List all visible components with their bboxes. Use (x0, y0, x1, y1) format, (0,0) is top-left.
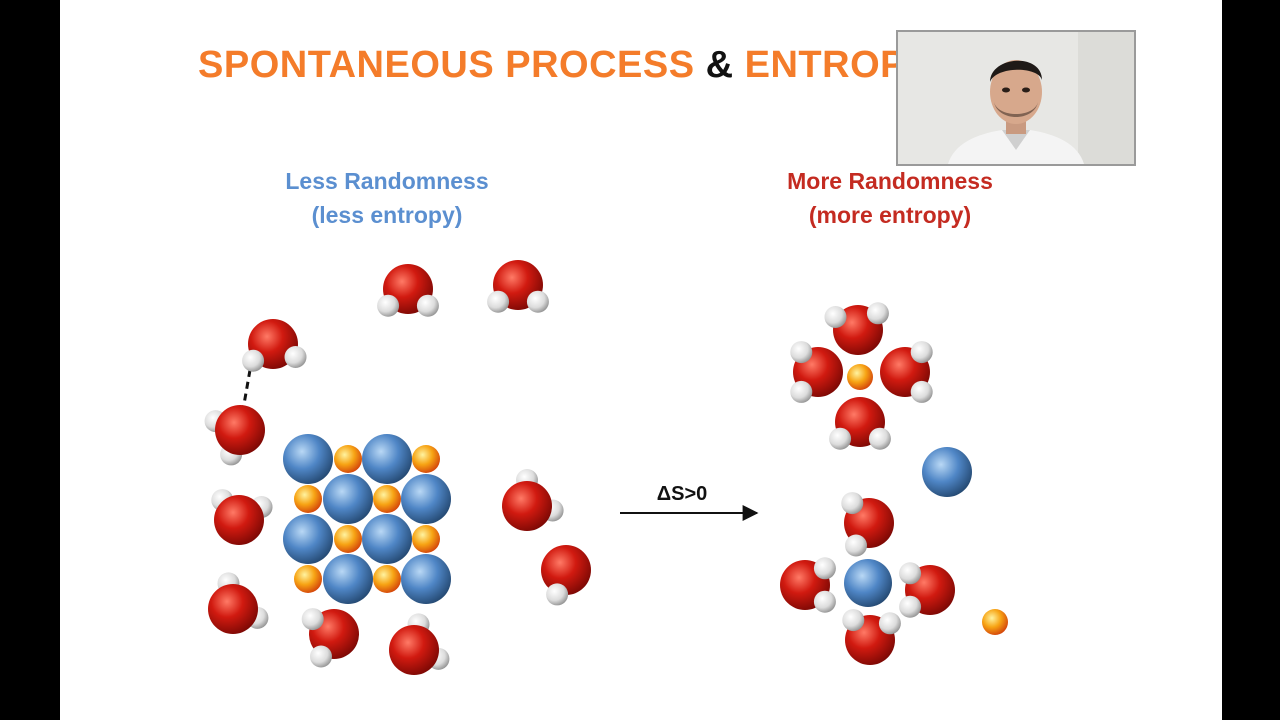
water-molecule (790, 341, 843, 403)
hydrogen-atom (301, 608, 324, 631)
sodium-ion (982, 609, 1008, 635)
water-molecule (389, 613, 450, 675)
water-molecule (842, 609, 901, 665)
chloride-ion (401, 474, 451, 524)
hydrogen-atom (487, 290, 510, 313)
hydrogen-atom (899, 562, 922, 585)
oxygen-atom (389, 625, 439, 675)
hydrogen-atom (790, 380, 813, 403)
hydrogen-atom (910, 341, 933, 364)
delta-s-label: ΔS>0 (657, 483, 708, 505)
presenter-video-icon (898, 32, 1134, 164)
hydrogen-atom (845, 534, 867, 557)
more-randomness-line2: (more entropy) (808, 202, 972, 228)
hydrogen-atom (416, 294, 439, 317)
oxygen-atom (502, 481, 552, 531)
water-molecule (541, 545, 591, 606)
hydrogen-bond-line (241, 369, 252, 411)
hydrogen-atom (813, 557, 836, 580)
water-molecule (208, 572, 269, 634)
hydrogen-atom (824, 306, 847, 328)
hydrogen-atom (790, 341, 813, 364)
water-molecule (377, 264, 439, 317)
oxygen-atom (541, 545, 591, 595)
title-part1: SPONTANEOUS PROCESS (198, 44, 695, 86)
hydrogen-atom (284, 346, 307, 368)
water-molecules (204, 260, 591, 675)
oxygen-atom (215, 405, 265, 455)
title-ampersand: & (705, 44, 734, 86)
hydrogen-atom (841, 492, 864, 515)
sodium-ion (412, 445, 440, 473)
sodium-ion (373, 485, 401, 513)
chloride-ion (283, 434, 333, 484)
presenter-video (896, 30, 1136, 166)
solvated-ions (780, 302, 1008, 665)
less-randomness-line2: (less entropy) (311, 202, 463, 228)
sodium-ion (334, 525, 362, 553)
water-molecule (211, 489, 273, 545)
water-molecule (824, 302, 889, 355)
dissolution-diagram: ΔS>0 (204, 260, 1008, 675)
chloride-ion (362, 434, 412, 484)
hydrogen-atom (813, 590, 836, 613)
chloride-ion (401, 554, 451, 604)
water-molecule (899, 562, 955, 618)
sodium-ion (294, 565, 322, 593)
water-molecule (204, 405, 265, 466)
water-molecule (502, 469, 564, 531)
chloride-ion (323, 554, 373, 604)
hydrogen-atom (526, 290, 549, 313)
water-molecule (829, 397, 891, 450)
chloride-ion (283, 514, 333, 564)
less-randomness-heading: Less Randomness (less entropy) (237, 164, 537, 232)
hydrogen-atom (829, 427, 852, 450)
oxygen-atom (208, 584, 258, 634)
chloride-ion (844, 559, 892, 607)
water-molecule (242, 319, 307, 372)
sodium-ion (334, 445, 362, 473)
sodium-ion (412, 525, 440, 553)
hydrogen-atom (377, 294, 400, 317)
sodium-ion (294, 485, 322, 513)
hydrogen-atom (546, 583, 569, 606)
oxygen-atom (214, 495, 264, 545)
chloride-ion (922, 447, 972, 497)
sodium-ion (847, 364, 873, 390)
hydrogen-atom (910, 380, 933, 403)
hydrogen-atom (899, 595, 922, 618)
water-molecule (780, 557, 836, 613)
sodium-ion (373, 565, 401, 593)
hydrogen-atom (242, 349, 265, 372)
more-randomness-line1: More Randomness (787, 168, 993, 194)
water-molecule (301, 608, 359, 668)
water-molecule (487, 260, 549, 313)
more-randomness-heading: More Randomness (more entropy) (740, 164, 1040, 232)
less-randomness-line1: Less Randomness (285, 168, 489, 194)
hydrogen-atom (842, 609, 865, 632)
ionic-crystal-lattice (283, 434, 451, 604)
hydrogen-atom (866, 302, 889, 325)
chloride-ion (323, 474, 373, 524)
water-molecule (841, 492, 894, 557)
hydrogen-atom (878, 612, 901, 635)
chloride-ion (362, 514, 412, 564)
hydrogen-atom (868, 427, 891, 450)
hydrogen-atom (310, 645, 332, 668)
water-molecule (880, 341, 933, 403)
